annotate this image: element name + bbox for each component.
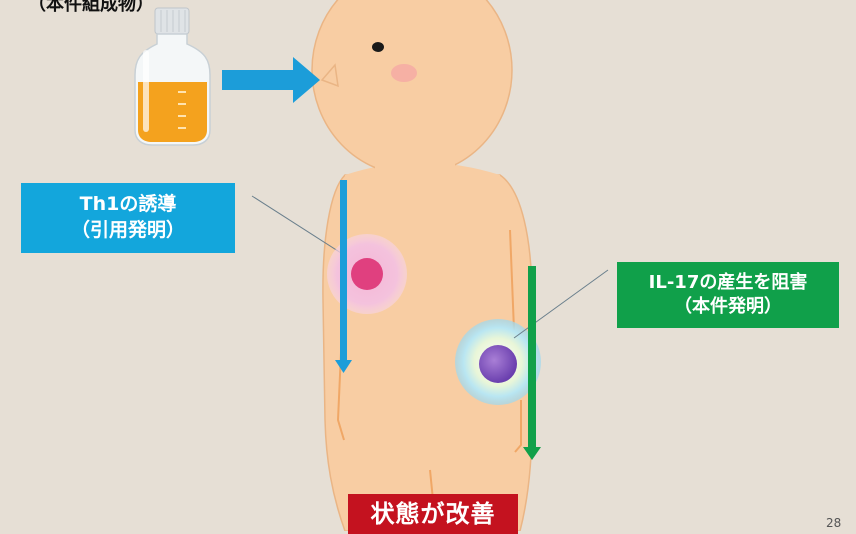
eye-icon xyxy=(372,42,384,52)
th1-callout-title: Th1の誘導 xyxy=(21,192,235,218)
th1-cell-icon xyxy=(327,234,407,314)
bottle-icon xyxy=(135,8,210,145)
th1-callout: Th1の誘導 （引用発明） xyxy=(21,183,235,253)
il17-callout-subtitle: （本件発明） xyxy=(617,295,839,319)
page-number: 28 xyxy=(826,516,841,530)
arrow-right-icon xyxy=(222,57,320,103)
th1-callout-subtitle: （引用発明） xyxy=(21,218,235,244)
cheek-icon xyxy=(391,64,417,82)
il17-callout: IL-17の産生を阻害 （本件発明） xyxy=(617,262,839,328)
il17-callout-title: IL-17の産生を阻害 xyxy=(617,271,839,295)
result-banner: 状態が改善 xyxy=(348,494,518,534)
